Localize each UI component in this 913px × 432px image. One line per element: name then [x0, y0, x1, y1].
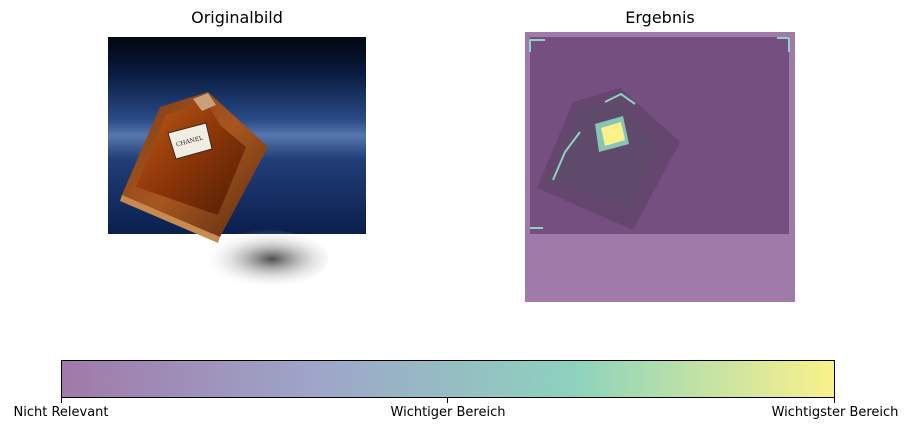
- corner-marker-tr: [777, 37, 790, 52]
- bottle-label: [167, 122, 213, 160]
- colorbar-label-low: Nicht Relevant: [13, 405, 109, 420]
- colorbar-tick-mid: [447, 398, 448, 403]
- hotspot-edge-left: [552, 131, 581, 181]
- colorbar-tick-high: [834, 398, 835, 403]
- box-edge: [120, 195, 220, 243]
- hotspot-core: [601, 122, 625, 146]
- hotspot-cap: [604, 92, 636, 105]
- original-image: CHANEL: [108, 37, 366, 303]
- colorbar-label-mid: Wichtiger Bereich: [390, 405, 506, 420]
- result-image: [525, 32, 795, 302]
- bottle-cap: [193, 93, 216, 111]
- original-image-title: Originalbild: [191, 8, 283, 27]
- colorbar-label-high: Wichtigster Bereich: [771, 405, 899, 420]
- corner-marker-tl: [529, 39, 545, 52]
- heatmap-overlay: [525, 32, 795, 302]
- overlay-bottle-region: [551, 96, 659, 208]
- result-image-title: Ergebnis: [625, 8, 695, 27]
- perfume-bottle: [136, 101, 246, 215]
- colorbar-tick-low: [61, 398, 62, 403]
- perfume-photo: CHANEL: [108, 37, 366, 289]
- relevance-colorbar: [61, 360, 835, 398]
- bottle-shadow: [188, 229, 328, 289]
